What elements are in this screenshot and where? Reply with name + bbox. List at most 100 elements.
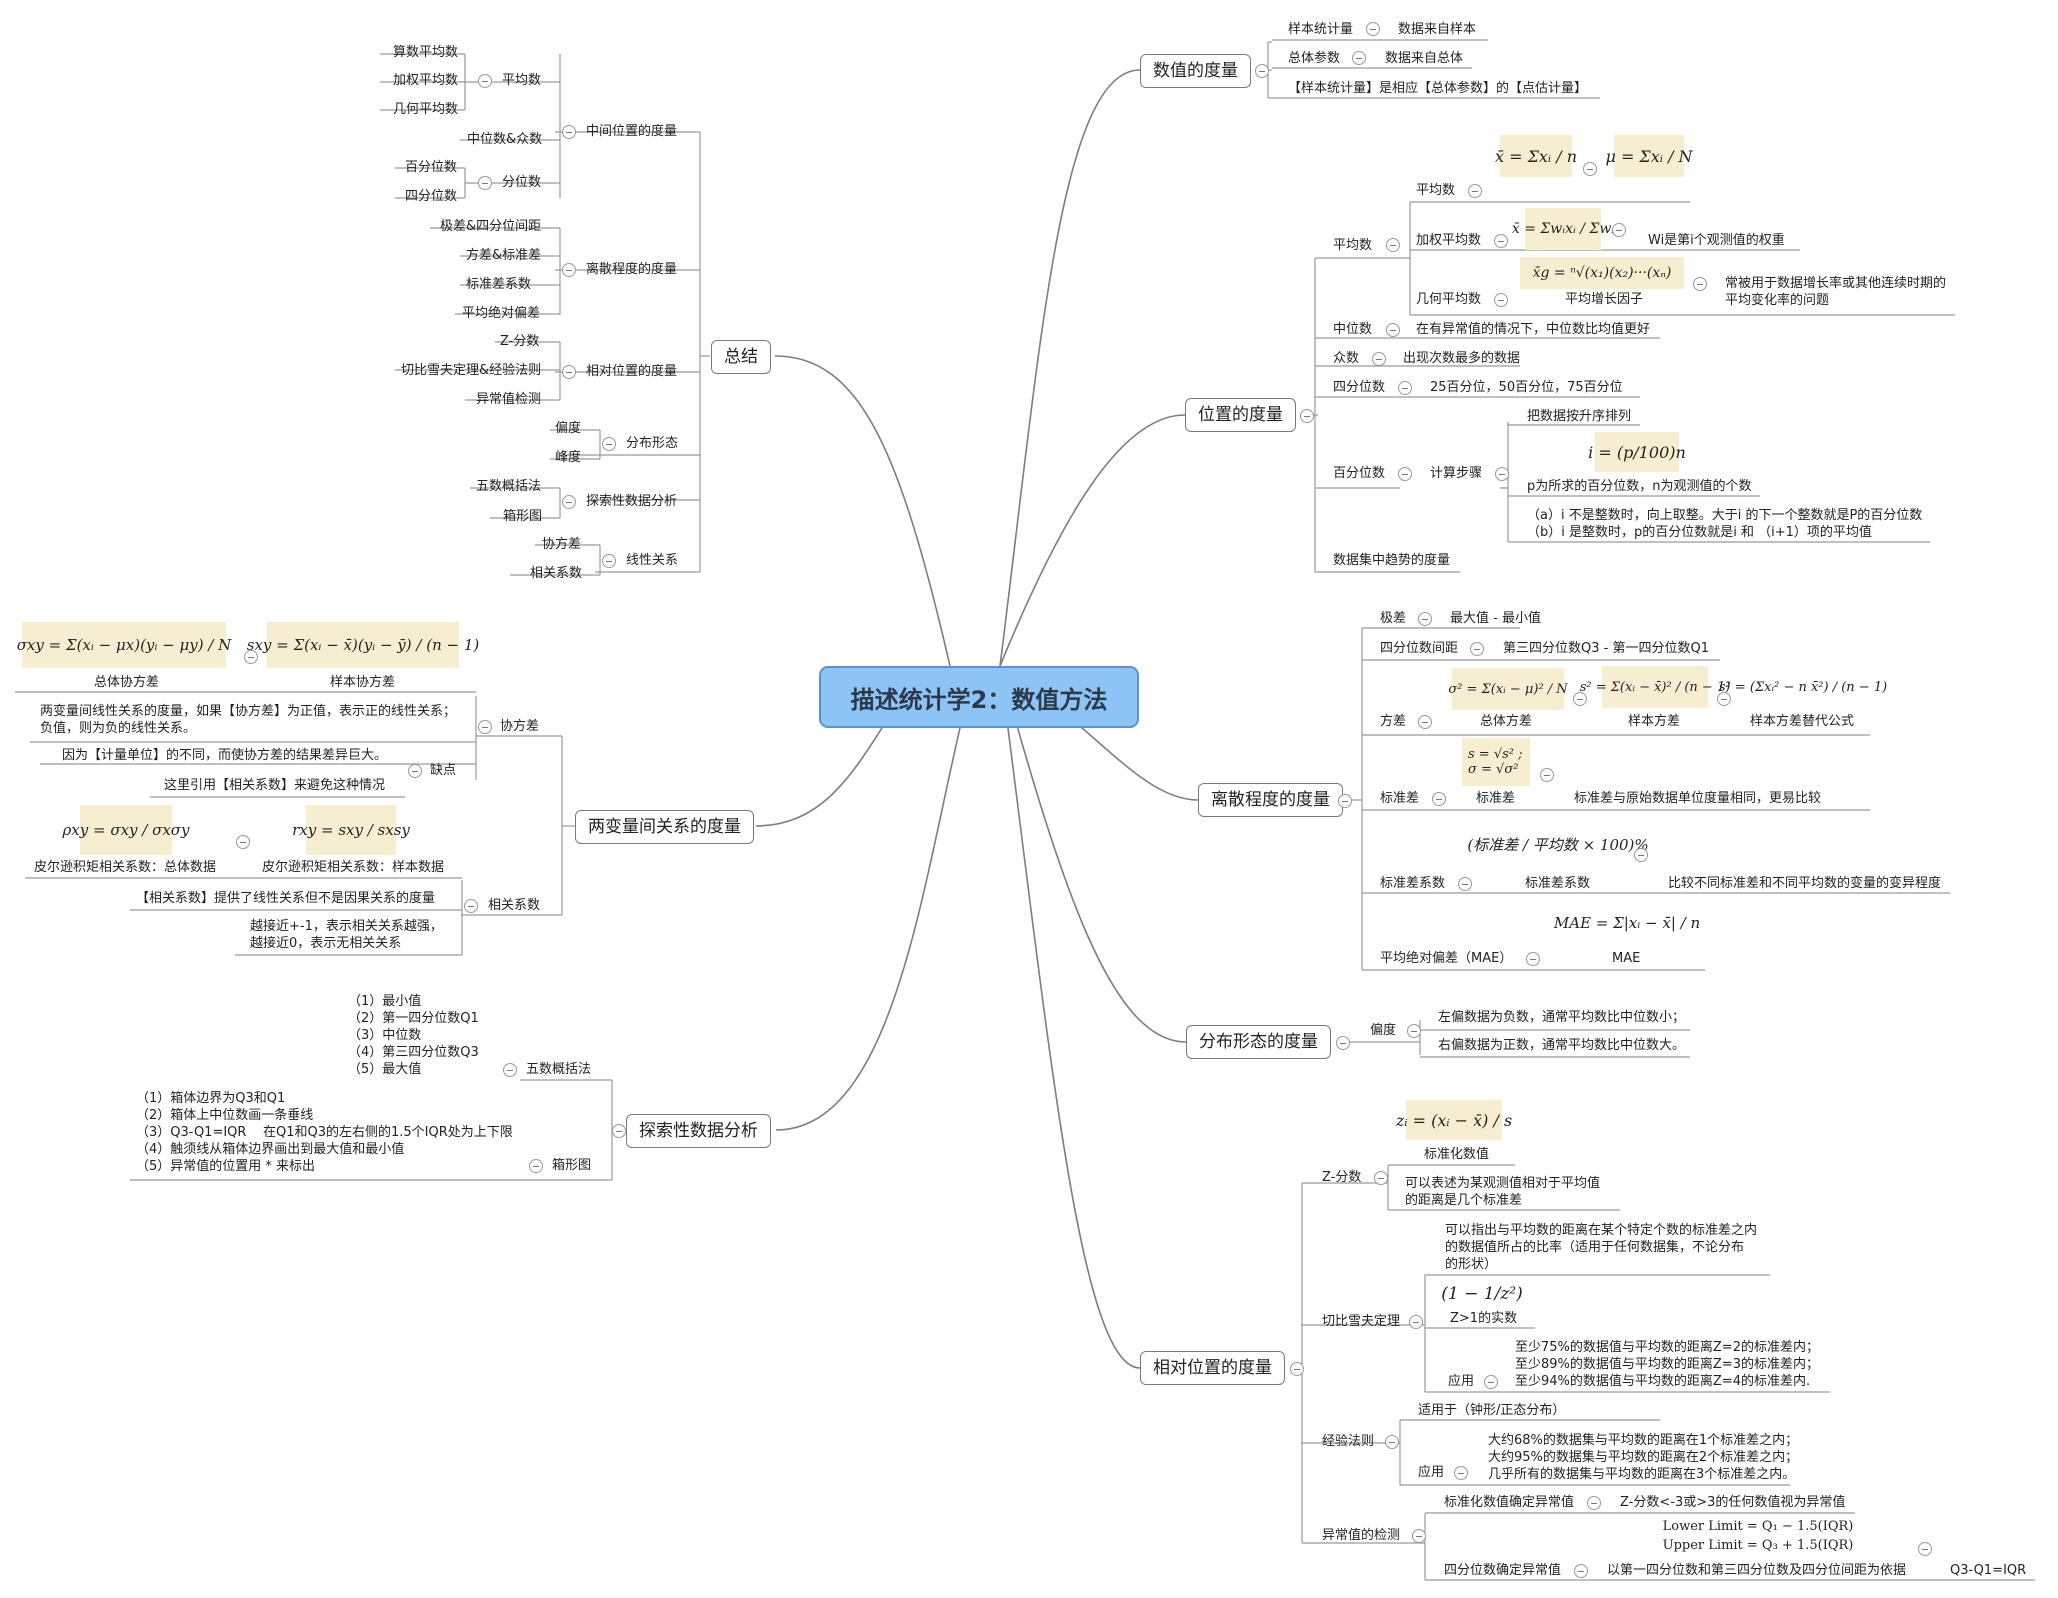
node[interactable]: 因为【计量单位】的不同，而使协方差的结果差异巨大。: [62, 748, 388, 763]
node[interactable]: 标准化数值确定异常值: [1444, 1495, 1575, 1510]
node[interactable]: 平均数: [1333, 238, 1373, 253]
node[interactable]: Z>1的实数: [1450, 1311, 1518, 1326]
node[interactable]: 算数平均数: [393, 45, 459, 60]
branch-shape[interactable]: 分布形态的度量: [1186, 1025, 1331, 1059]
collapse-icon[interactable]: [1352, 51, 1366, 65]
node[interactable]: 切比雪夫定理: [1322, 1314, 1401, 1329]
node[interactable]: 线性关系: [626, 553, 679, 568]
branch-twovar[interactable]: 两变量间关系的度量: [575, 810, 754, 844]
node[interactable]: 皮尔逊积矩相关系数：总体数据: [34, 860, 217, 875]
node[interactable]: 应用: [1448, 1374, 1475, 1389]
node[interactable]: 四分位数: [1333, 380, 1386, 395]
collapse-icon[interactable]: [1693, 277, 1707, 291]
node[interactable]: 标准差与原始数据单位度量相同，更易比较: [1574, 791, 1822, 806]
node[interactable]: 协方差: [500, 719, 540, 734]
collapse-icon[interactable]: [408, 764, 422, 778]
root-topic[interactable]: 描述统计学2：数值方法: [819, 666, 1139, 728]
node[interactable]: 大约68%的数据集与平均数的距离在1个标准差之内； 大约95%的数据集与平均数的…: [1488, 1433, 1799, 1482]
node[interactable]: 偏度: [1370, 1023, 1397, 1038]
collapse-icon[interactable]: [1407, 1024, 1421, 1038]
collapse-icon[interactable]: [1412, 1529, 1426, 1543]
node[interactable]: （1）最小值 （2）第一四分位数Q1 （3）中位数 （4）第三四分位数Q3 （5…: [348, 994, 479, 1077]
node[interactable]: Z-分数: [500, 334, 540, 349]
collapse-icon[interactable]: [1470, 642, 1484, 656]
collapse-icon[interactable]: [478, 176, 492, 190]
collapse-icon[interactable]: [1432, 792, 1446, 806]
node[interactable]: （1）箱体边界为Q3和Q1 （2）箱体上中位数画一条垂线 （3）Q3-Q1=IQ…: [136, 1091, 513, 1174]
collapse-icon[interactable]: [503, 1063, 517, 1077]
node[interactable]: 数据集中趋势的度量: [1333, 553, 1451, 568]
node[interactable]: 最大值 - 最小值: [1450, 611, 1541, 626]
branch-eda[interactable]: 探索性数据分析: [626, 1114, 771, 1148]
collapse-icon[interactable]: [1386, 238, 1400, 252]
collapse-icon[interactable]: [1484, 1375, 1498, 1389]
node[interactable]: Z-分数: [1322, 1170, 1362, 1185]
node[interactable]: 平均绝对偏差（MAE）: [1380, 951, 1513, 966]
node[interactable]: MAE: [1612, 951, 1641, 966]
node[interactable]: 经验法则: [1322, 1434, 1375, 1449]
node[interactable]: 皮尔逊积矩相关系数：样本数据: [262, 860, 445, 875]
node[interactable]: Z-分数<-3或>3的任何数值视为异常值: [1620, 1495, 1846, 1510]
collapse-icon[interactable]: [529, 1159, 543, 1173]
node[interactable]: 缺点: [430, 763, 457, 778]
node[interactable]: 相关系数: [488, 898, 541, 913]
node[interactable]: 异常值检测: [476, 392, 542, 407]
collapse-icon[interactable]: [1574, 1564, 1588, 1578]
branch-dispersion[interactable]: 离散程度的度量: [1198, 783, 1343, 817]
collapse-icon[interactable]: [478, 74, 492, 88]
collapse-icon[interactable]: [1418, 612, 1432, 626]
collapse-icon[interactable]: [1573, 692, 1587, 706]
node[interactable]: 协方差: [542, 537, 582, 552]
node[interactable]: 相关系数: [530, 566, 583, 581]
node[interactable]: 分位数: [502, 175, 542, 190]
node[interactable]: 平均数: [502, 73, 542, 88]
node[interactable]: 标准化数值: [1424, 1147, 1490, 1162]
node[interactable]: 中间位置的度量: [586, 124, 678, 139]
collapse-icon[interactable]: [562, 125, 576, 139]
node[interactable]: 几何平均数: [1416, 292, 1482, 307]
node[interactable]: 【相关系数】提供了线性关系但不是因果关系的度量: [136, 891, 436, 906]
collapse-icon[interactable]: [1290, 1362, 1304, 1376]
collapse-icon[interactable]: [1717, 692, 1731, 706]
collapse-icon[interactable]: [1634, 848, 1648, 862]
collapse-icon[interactable]: [1494, 234, 1508, 248]
collapse-icon[interactable]: [1458, 877, 1472, 891]
node[interactable]: 标准差系数: [1380, 876, 1446, 891]
collapse-icon[interactable]: [602, 554, 616, 568]
node[interactable]: 方差&标准差: [466, 248, 542, 263]
node[interactable]: 平均绝对偏差: [462, 306, 541, 321]
node[interactable]: 比较不同标准差和不同平均数的变量的变异程度: [1668, 876, 1942, 891]
collapse-icon[interactable]: [1386, 323, 1400, 337]
node[interactable]: 探索性数据分析: [586, 494, 678, 509]
node[interactable]: 越接近+-1，表示相关关系越强， 越接近0，表示无相关关系: [250, 919, 443, 951]
node[interactable]: 相对位置的度量: [586, 364, 678, 379]
node[interactable]: 总体方差: [1480, 714, 1533, 729]
node[interactable]: 平均数: [1416, 183, 1456, 198]
node[interactable]: 几何平均数: [393, 102, 459, 117]
node[interactable]: 数据来自总体: [1385, 51, 1464, 66]
collapse-icon[interactable]: [1468, 184, 1482, 198]
node[interactable]: （a）i 不是整数时，向上取整。大于i 的下一个整数就是P的百分位数 （b）i …: [1527, 508, 1923, 540]
node[interactable]: 两变量间线性关系的度量，如果【协方差】为正值，表示正的线性关系； 负值，则为负的…: [40, 704, 457, 736]
node[interactable]: 加权平均数: [1416, 233, 1482, 248]
collapse-icon[interactable]: [1374, 1171, 1388, 1185]
collapse-icon[interactable]: [1494, 293, 1508, 307]
node[interactable]: 平均增长因子: [1565, 292, 1644, 307]
node[interactable]: 四分位数间距: [1380, 641, 1459, 656]
collapse-icon[interactable]: [1255, 64, 1269, 78]
collapse-icon[interactable]: [464, 899, 478, 913]
node[interactable]: 离散程度的度量: [586, 262, 678, 277]
node[interactable]: 常被用于数据增长率或其他连续时期的 平均变化率的问题: [1725, 276, 1947, 308]
node[interactable]: 至少75%的数据值与平均数的距离Z=2的标准差内； 至少89%的数据值与平均数的…: [1515, 1340, 1819, 1389]
node[interactable]: 样本方差替代公式: [1750, 714, 1855, 729]
node[interactable]: 应用: [1418, 1465, 1445, 1480]
collapse-icon[interactable]: [1495, 467, 1509, 481]
node[interactable]: 可以指出与平均数的距离在某个特定个数的标准差之内 的数据值所占的比率（适用于任何…: [1445, 1223, 1758, 1272]
collapse-icon[interactable]: [562, 263, 576, 277]
node[interactable]: 右偏数据为正数，通常平均数比中位数大。: [1438, 1038, 1686, 1053]
node[interactable]: 五数概括法: [526, 1062, 592, 1077]
collapse-icon[interactable]: [1612, 223, 1626, 237]
collapse-icon[interactable]: [562, 365, 576, 379]
node[interactable]: 分布形态: [626, 436, 679, 451]
node[interactable]: 四分位数确定异常值: [1444, 1563, 1562, 1578]
